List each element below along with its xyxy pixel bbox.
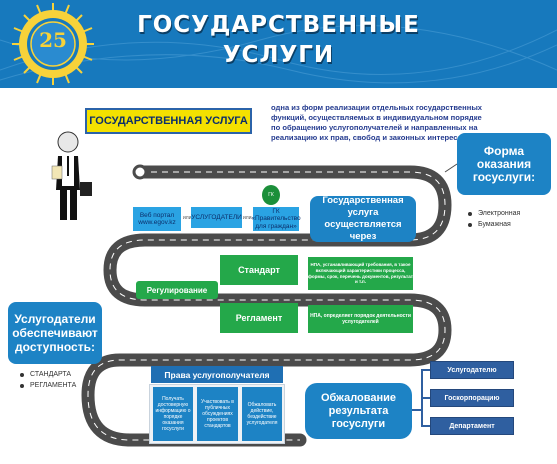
or-label-2: или	[243, 215, 252, 221]
gk-logo-icon: ГК	[262, 185, 280, 205]
appeal-connectors	[412, 369, 432, 427]
rights-item: Обжаловать действие, бездействие услугод…	[242, 387, 282, 441]
or-label-1: или	[183, 215, 192, 221]
list-item: Электронная	[468, 210, 520, 217]
standard-box: Стандарт	[220, 255, 298, 285]
list-item: РЕГЛАМЕНТА	[20, 382, 76, 389]
regulation-label: Регулирование	[136, 281, 218, 299]
rights-item: Получать достоверную информацию о порядк…	[153, 387, 193, 441]
channel-gk: ГК «Правительство для граждан»	[251, 207, 301, 231]
emblem-number: 25	[39, 28, 67, 52]
rights-title: Права услугополучателя	[151, 366, 283, 383]
accessibility-box: Услугодатели обеспечивают доступность:	[8, 302, 102, 364]
service-delivered-box: Государственная услуга осуществляется че…	[310, 195, 416, 242]
rights-item: Участвовать в публичных обсуждениях прое…	[197, 387, 238, 441]
definition-label: ГОСУДАРСТВЕННАЯ УСЛУГА	[85, 108, 252, 134]
person-icon	[51, 131, 92, 220]
bullet-icon	[468, 211, 472, 216]
standard-note: НПА, устанавливающий требования, в такое…	[308, 257, 413, 290]
appeal-target: Департамент	[430, 417, 514, 435]
channel-web-portal: Веб портал www.egov.kz	[133, 207, 181, 231]
accessibility-list: СТАНДАРТА РЕГЛАМЕНТА	[20, 371, 76, 393]
channel-providers: УСЛУГОДАТЕЛИ	[191, 207, 242, 228]
appeal-box: Обжалование результата госуслуги	[305, 383, 412, 439]
list-item: СТАНДАРТА	[20, 371, 76, 378]
reglament-note: НПА, определяет порядок деятельности усл…	[308, 305, 413, 333]
bullet-icon	[20, 383, 24, 388]
definition-text: одна из форм реализации отдельных госуда…	[271, 103, 483, 142]
anniversary-emblem	[12, 3, 94, 85]
reglament-box: Регламент	[220, 303, 298, 333]
page-title-line1: Государственные	[137, 12, 420, 38]
list-item: Бумажная	[468, 221, 520, 228]
forma-box: Форма оказания госуслуги:	[457, 133, 551, 195]
appeal-target: Услугодателю	[430, 361, 514, 379]
forma-list: Электронная Бумажная	[468, 210, 520, 232]
page-title-line2: услуги	[222, 42, 335, 68]
appeal-target: Госкорпорацию	[430, 389, 514, 407]
bullet-icon	[468, 222, 472, 227]
bullet-icon	[20, 372, 24, 377]
